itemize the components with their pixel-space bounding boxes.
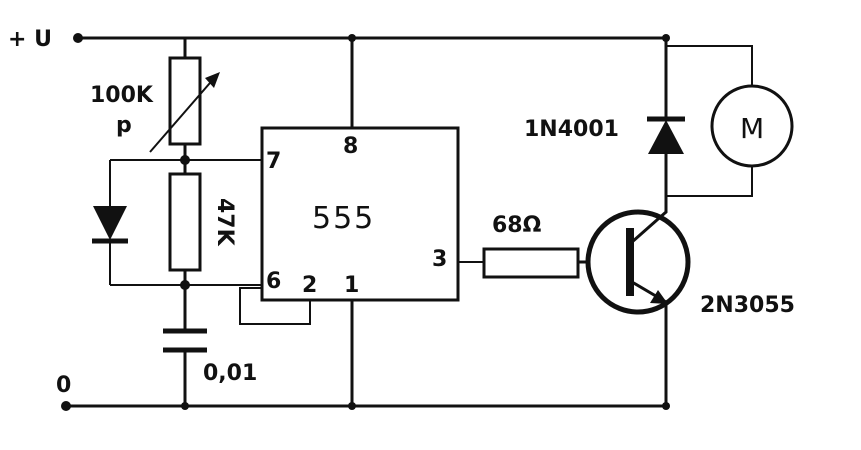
diode-icon [648,120,684,154]
positive-rail [73,33,670,43]
pin-7-label: 7 [266,149,281,174]
pin-3-label: 3 [432,247,447,272]
diode-1n4001 [647,34,685,198]
capacitor-value-label: 0,01 [203,361,257,386]
motor-label: M [740,112,766,145]
potentiometer-100k [149,36,220,162]
bypass-diode [92,159,185,286]
ic-name-label: 555 [312,201,375,236]
resistor-47k-label: 47K [212,198,237,247]
motor [666,45,794,197]
resistor-68 [482,247,632,279]
ic-555 [260,126,460,302]
positive-supply-label: + U [8,27,52,52]
emitter-arrow-icon [650,290,668,304]
diode-icon [93,206,127,240]
diode-part-label: 1N4001 [524,117,619,142]
resistor-47k [168,158,202,287]
variable-arrow-icon [205,72,220,88]
pin-1-label: 1 [344,273,359,298]
ic-pin-wires [180,34,484,410]
transistor-part-label: 2N3055 [700,293,795,318]
capacitor-0-01 [163,283,207,410]
ground-label: 0 [56,373,71,398]
pin-8-label: 8 [343,134,358,159]
transistor-2n3055 [585,158,691,410]
pin-6-label: 6 [266,269,281,294]
pin-2-label: 2 [302,273,317,298]
potentiometer-value-label: 100K [90,83,154,108]
resistor-68-label: 68Ω [492,213,542,238]
ground-rail [61,401,670,411]
potentiometer-tag-label: p [116,113,132,138]
